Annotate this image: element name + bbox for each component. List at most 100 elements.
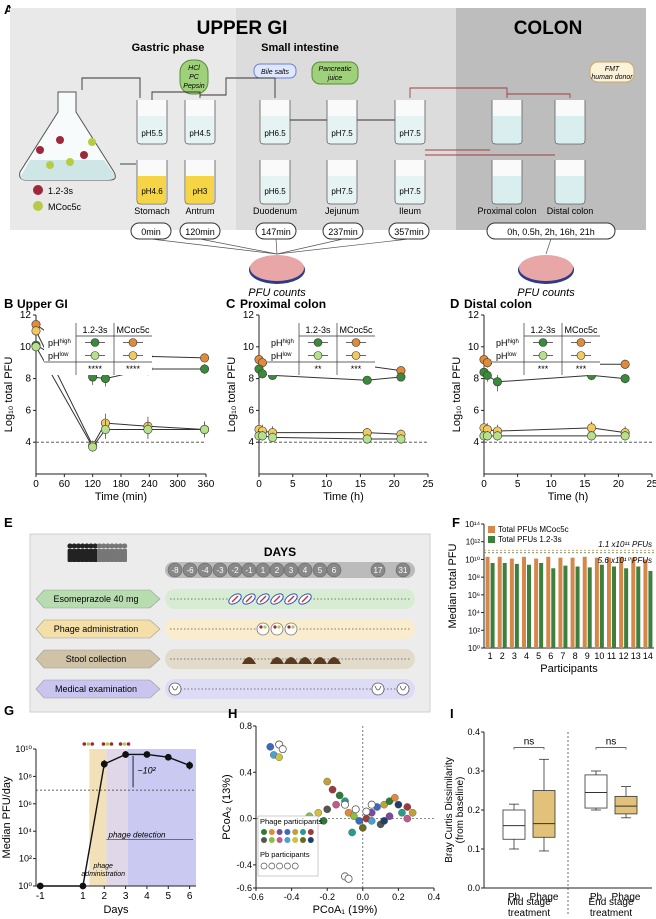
stethoscope-tube bbox=[374, 685, 382, 691]
y-tick-label: 10² bbox=[19, 854, 32, 864]
bar-1-2-3s bbox=[575, 566, 580, 648]
y-tick-label: 0.2 bbox=[467, 805, 480, 815]
time-pill-connector bbox=[276, 238, 410, 255]
sample-point bbox=[314, 809, 323, 817]
box-iqr bbox=[584, 774, 608, 809]
day-marker bbox=[212, 562, 228, 578]
bar-mcoc5c bbox=[546, 556, 551, 648]
y-tick-label: 0.0 bbox=[239, 814, 252, 824]
phage-legend-label-1: 1.2-3s bbox=[48, 186, 74, 196]
significance-marker: ** bbox=[314, 364, 322, 374]
schedule-row-tag bbox=[35, 619, 161, 639]
colon-time-pill bbox=[486, 222, 616, 240]
legend-row-sup: low bbox=[508, 352, 518, 358]
stool-icon bbox=[313, 657, 327, 664]
significance-marker: **** bbox=[88, 364, 103, 374]
pb-sample-point bbox=[340, 800, 349, 809]
person-icon bbox=[75, 543, 81, 549]
data-point bbox=[257, 431, 267, 441]
dose-icon bbox=[118, 742, 123, 746]
sample-point bbox=[332, 800, 340, 809]
x-tick-label: 15 bbox=[355, 479, 367, 490]
stage-label-2a: End stage bbox=[588, 897, 633, 908]
x-tick-label: 1 bbox=[80, 891, 86, 902]
legend-marker-open bbox=[268, 862, 276, 870]
legend-marker-open bbox=[284, 862, 291, 870]
dose-icon bbox=[122, 742, 127, 746]
phage-icon-green bbox=[66, 158, 74, 166]
x-tick-label: -0.2 bbox=[319, 892, 335, 902]
legend-col-2: MCoc5c bbox=[564, 325, 598, 335]
y-tick-label: 8 bbox=[25, 374, 31, 385]
legend-table-bg bbox=[492, 323, 600, 375]
beaker-ph-lower: pH3 bbox=[193, 187, 208, 196]
legend-row-sup: high bbox=[283, 339, 294, 345]
group-label: Phage bbox=[612, 892, 641, 903]
x-tick-label: 7 bbox=[560, 651, 565, 661]
group-label: Pb bbox=[508, 892, 521, 903]
data-point bbox=[362, 434, 372, 444]
bar-1-2-3s bbox=[612, 566, 616, 648]
beaker-ph-lower: pH7.5 bbox=[399, 187, 421, 196]
significance-marker: *** bbox=[538, 364, 549, 374]
pfu-counts-label-upper: PFU counts bbox=[248, 287, 306, 299]
bar-1-2-3s bbox=[636, 566, 641, 648]
y-tick-label: 12 bbox=[20, 310, 32, 321]
bar-mcoc5c bbox=[522, 556, 526, 648]
flask-liquid bbox=[20, 160, 115, 180]
phage-dot bbox=[273, 625, 277, 629]
x-tick-label: 3 bbox=[123, 891, 129, 902]
compartment-label: Proximal colon bbox=[477, 206, 536, 216]
y-tick-label: 10 bbox=[20, 342, 32, 353]
stethoscope-icon bbox=[168, 682, 182, 696]
sample-point bbox=[266, 743, 274, 751]
legend-marker-open bbox=[260, 862, 268, 870]
data-point bbox=[88, 442, 98, 452]
fold-annotation: ~10² bbox=[137, 766, 156, 776]
legend-col-1: 1.2-3s bbox=[82, 325, 108, 335]
x-axis-label: Time (min) bbox=[95, 491, 147, 503]
y-tick-label: 10⁰ bbox=[468, 644, 480, 653]
x-tick-label: 6 bbox=[187, 891, 193, 902]
legend-marker bbox=[284, 837, 291, 843]
dose-icon bbox=[126, 742, 131, 746]
data-point bbox=[143, 751, 151, 758]
sample-point bbox=[403, 803, 412, 811]
day-label: 1 bbox=[261, 566, 266, 575]
bar-mcoc5c bbox=[558, 557, 563, 648]
beaker-upper-liquid bbox=[261, 116, 289, 143]
phage-dot bbox=[259, 625, 263, 629]
person-body bbox=[67, 549, 73, 562]
legend-marker bbox=[576, 351, 586, 360]
y-tick-label: 10⁸ bbox=[468, 573, 480, 582]
sample-point bbox=[323, 805, 331, 814]
phage-dot bbox=[263, 625, 267, 629]
ns-label: ns bbox=[524, 737, 535, 748]
stool-icon bbox=[284, 657, 298, 664]
legend-swatch bbox=[488, 536, 495, 543]
x-tick-label: 5 bbox=[165, 891, 171, 902]
bar-mcoc5c bbox=[570, 557, 575, 648]
x-tick-label: 1 bbox=[488, 651, 493, 661]
data-point bbox=[257, 369, 267, 379]
bar-1-2-3s bbox=[599, 564, 604, 648]
phage-dot bbox=[277, 625, 281, 629]
dose-icon bbox=[90, 742, 95, 746]
x-tick-label: 360 bbox=[198, 479, 215, 490]
x-tick-label: -1 bbox=[36, 891, 45, 902]
y-tick-label: 6 bbox=[473, 405, 479, 416]
data-point bbox=[143, 424, 153, 434]
overlap-shading bbox=[106, 749, 128, 886]
day-marker bbox=[197, 562, 213, 578]
group-label: Pb bbox=[590, 892, 603, 903]
day-label: 3 bbox=[289, 566, 294, 575]
panel-c-title: Proximal colon bbox=[240, 297, 326, 311]
data-point bbox=[492, 431, 502, 441]
y-tick-label: 12 bbox=[468, 310, 480, 321]
compartment-label: Ileum bbox=[399, 206, 421, 216]
bar-mcoc5c bbox=[534, 558, 539, 648]
beaker-upper-liquid bbox=[328, 116, 356, 143]
ns-label: ns bbox=[606, 737, 617, 748]
